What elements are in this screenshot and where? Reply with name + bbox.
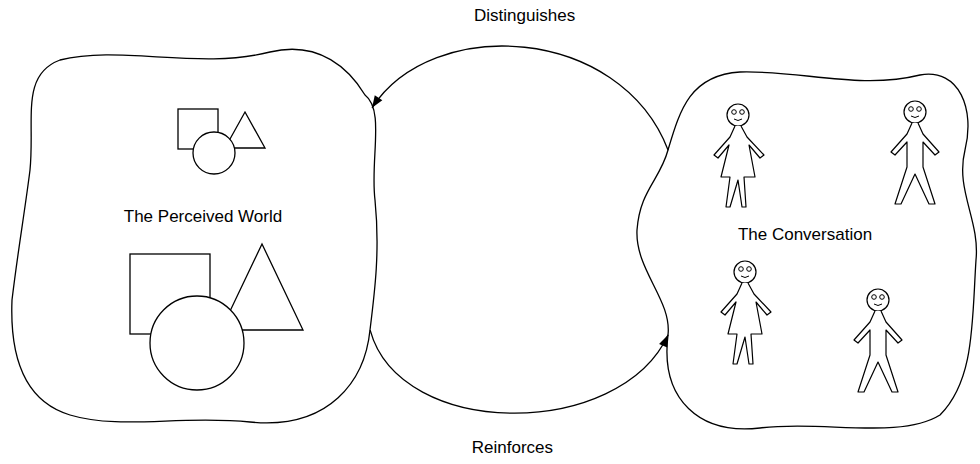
stick-figure — [714, 104, 764, 207]
blob-path — [12, 49, 377, 423]
small-circle — [193, 132, 235, 174]
connector-curve — [372, 46, 668, 150]
stick-figure — [891, 101, 939, 204]
region-blob: The Perceived World — [8, 40, 388, 430]
region-blob: The Conversation — [630, 62, 980, 442]
edge-label: Reinforces — [470, 438, 555, 458]
connector-curve — [370, 330, 668, 413]
edge-label: Distinguishes — [472, 6, 577, 26]
blob-outline — [630, 62, 980, 442]
stick-figure — [854, 289, 902, 392]
region-name: The Perceived World — [124, 207, 282, 227]
large-circle — [150, 296, 244, 390]
region-name: The Conversation — [738, 225, 872, 245]
geometric-shapes — [130, 109, 303, 390]
arrow-head — [372, 95, 382, 108]
stick-figure — [721, 261, 771, 364]
curved-connector — [372, 46, 668, 150]
blob-path — [637, 72, 977, 429]
blob-outline — [8, 40, 388, 430]
curved-connector — [370, 330, 668, 413]
